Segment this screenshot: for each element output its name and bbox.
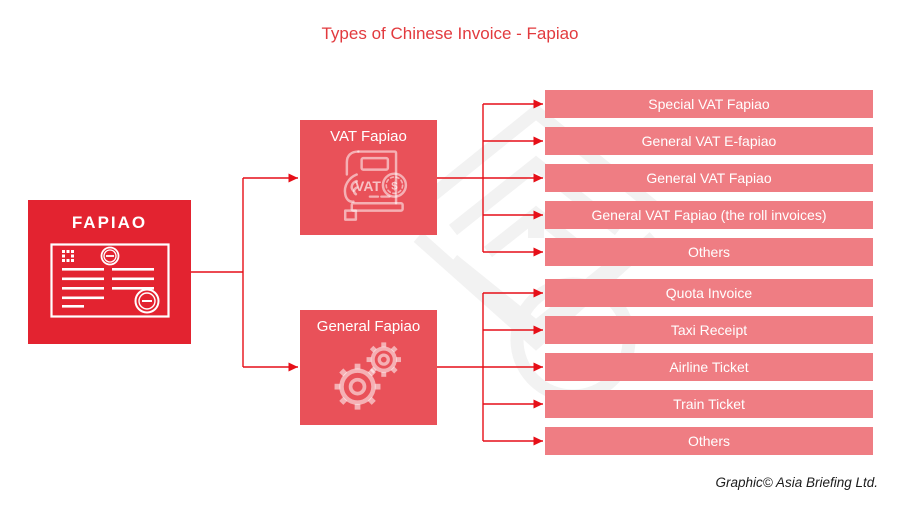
vat-machine-icon: VAT $ — [343, 150, 407, 221]
bar-quota-invoice: Quota Invoice — [545, 279, 873, 307]
root-node-label: FAPIAO — [71, 213, 148, 232]
bar-general-vat-fapiao-roll: General VAT Fapiao (the roll invoices) — [545, 201, 873, 229]
bar-taxi-receipt: Taxi Receipt — [545, 316, 873, 344]
gears-icon — [334, 342, 401, 410]
credit-text: Graphic© Asia Briefing Ltd. — [715, 475, 878, 490]
branch-node-general: General Fapiao — [300, 310, 437, 425]
root-node-fapiao: FAPIAO — [28, 200, 191, 344]
branch-node-vat: VAT Fapiao VAT $ — [300, 120, 437, 235]
bar-train-ticket: Train Ticket — [545, 390, 873, 418]
bar-special-vat-fapiao: Special VAT Fapiao — [545, 90, 873, 118]
qr-code-glyph — [61, 250, 74, 262]
svg-text:VAT: VAT — [355, 178, 381, 194]
bar-vat-others: Others — [545, 238, 873, 266]
branch-node-label: VAT Fapiao — [330, 128, 407, 145]
bar-general-vat-fapiao: General VAT Fapiao — [545, 164, 873, 192]
bar-airline-ticket: Airline Ticket — [545, 353, 873, 381]
bar-general-others: Others — [545, 427, 873, 455]
page-title: Types of Chinese Invoice - Fapiao — [321, 24, 579, 43]
svg-text:$: $ — [391, 180, 398, 192]
invoice-icon — [49, 243, 170, 318]
bar-general-vat-e-fapiao: General VAT E-fapiao — [545, 127, 873, 155]
branch-node-label: General Fapiao — [316, 318, 421, 335]
